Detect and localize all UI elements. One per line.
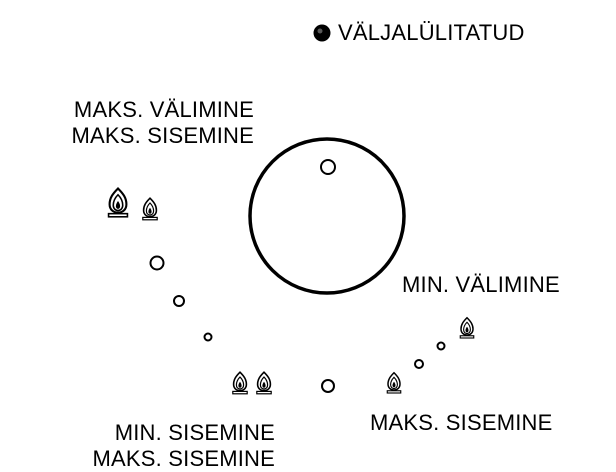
scale-dot xyxy=(436,341,446,351)
max-inner-label-line-2: MAKS. SISEMINE xyxy=(92,446,275,471)
knob-indicator-dot xyxy=(320,159,336,175)
min-inner-label-line: MIN. SISEMINE xyxy=(114,420,275,445)
scale-dot xyxy=(321,379,335,393)
max-outer-inner-label: MAKS. VÄLIMINE MAKS. SISEMINE xyxy=(8,97,254,149)
control-knob xyxy=(248,137,406,295)
scale-dot xyxy=(414,359,424,369)
flame-icon xyxy=(107,187,129,218)
min-inner-max-inner-label: MIN. SISEMINE MAKS. SISEMINE xyxy=(20,420,275,472)
min-outer-label: MIN. VÄLIMINE xyxy=(402,272,560,298)
flame-icon xyxy=(386,372,402,394)
off-label-text: VÄLJALÜLITATUD xyxy=(338,20,525,45)
max-inner-label: MAKS. SISEMINE xyxy=(370,410,553,436)
off-label: VÄLJALÜLITATUD xyxy=(338,20,525,46)
max-inner-label-line: MAKS. SISEMINE xyxy=(71,123,254,148)
flame-icon xyxy=(459,317,475,339)
scale-dot xyxy=(203,332,213,342)
flame-icon xyxy=(255,371,273,395)
flame-icon xyxy=(232,371,248,395)
max-inner-label-text: MAKS. SISEMINE xyxy=(370,410,553,435)
filled-circle-icon xyxy=(313,24,331,42)
flame-icon xyxy=(142,197,158,221)
max-outer-label-line: MAKS. VÄLIMINE xyxy=(73,97,254,122)
min-outer-label-text: MIN. VÄLIMINE xyxy=(402,272,560,297)
scale-dot xyxy=(149,255,165,271)
scale-dot xyxy=(173,295,185,307)
